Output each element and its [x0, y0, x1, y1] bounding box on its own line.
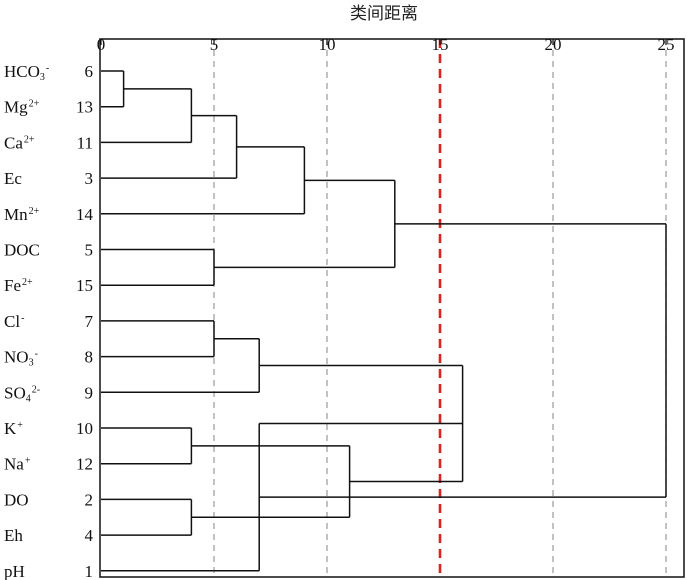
leaf-row: Fe2+ 15 — [4, 276, 93, 295]
x-tick-label: 25 — [658, 35, 675, 54]
dendrogram-links — [101, 70, 667, 572]
leaf-id: 15 — [76, 276, 93, 295]
x-tick-label: 10 — [319, 35, 336, 54]
x-tick-label: 20 — [545, 35, 562, 54]
leaf-id: 7 — [85, 312, 94, 331]
leaf-row: K+ 10 — [4, 419, 93, 438]
leaf-id: 4 — [85, 526, 94, 545]
leaf-label: Cl- — [4, 312, 24, 331]
leaf-label: NO3- — [4, 348, 38, 369]
leaf-row: Mg2+ 13 — [4, 98, 93, 117]
leaf-id: 5 — [85, 241, 94, 260]
leaf-label: Na+ — [4, 455, 31, 474]
x-tick-label: 5 — [210, 35, 219, 54]
leaf-label: Ec — [4, 169, 22, 188]
leaf-label: Fe2+ — [4, 276, 33, 295]
x-tick-layer: 0 5 10 15 20 25 — [97, 35, 675, 54]
leaf-label: HCO3- — [4, 62, 49, 83]
leaf-row: NO3- 8 — [4, 348, 93, 369]
leaf-row: Ec 3 — [4, 169, 93, 188]
leaf-id: 8 — [85, 348, 94, 367]
leaf-row: Mn2+ 14 — [4, 205, 94, 224]
leaf-id: 12 — [76, 455, 93, 474]
x-tick-label: 15 — [432, 35, 449, 54]
x-axis-title: 类间距离 — [350, 4, 418, 24]
leaf-row: HCO3- 6 — [4, 62, 93, 83]
leaf-id: 13 — [76, 98, 93, 117]
leaf-id: 9 — [85, 383, 94, 402]
leaf-label: Ca2+ — [4, 133, 35, 152]
plot-frame — [99, 38, 685, 578]
x-tick-label: 0 — [97, 35, 106, 54]
leaf-label: Mn2+ — [4, 205, 40, 224]
leaf-id: 10 — [76, 419, 93, 438]
leaf-label: DOC — [4, 241, 40, 260]
leaf-label: SO42- — [4, 383, 40, 404]
leaf-id: 3 — [85, 169, 94, 188]
leaf-row: Na+ 12 — [4, 455, 93, 474]
leaf-label: K+ — [4, 419, 23, 438]
leaf-row: DOC 5 — [4, 241, 93, 260]
leaf-row: DO 2 — [4, 490, 93, 509]
leaf-label: Mg2+ — [4, 98, 40, 117]
leaf-id: 14 — [76, 205, 94, 224]
leaf-id: 6 — [85, 62, 94, 81]
leaf-row: Ca2+ 11 — [4, 133, 93, 152]
leaf-label: DO — [4, 490, 29, 509]
grid-layer — [213, 39, 667, 577]
leaf-label: pH — [4, 562, 25, 580]
leaf-row: Cl- 7 — [4, 312, 94, 331]
leaf-row: Eh 4 — [4, 526, 94, 545]
leaf-row: SO42- 9 — [4, 383, 93, 404]
leaf-id: 2 — [85, 490, 94, 509]
leaf-label: Eh — [4, 526, 23, 545]
leaf-id: 11 — [77, 133, 93, 152]
leaf-id: 1 — [85, 562, 94, 580]
leaf-row: pH 1 — [4, 562, 93, 580]
